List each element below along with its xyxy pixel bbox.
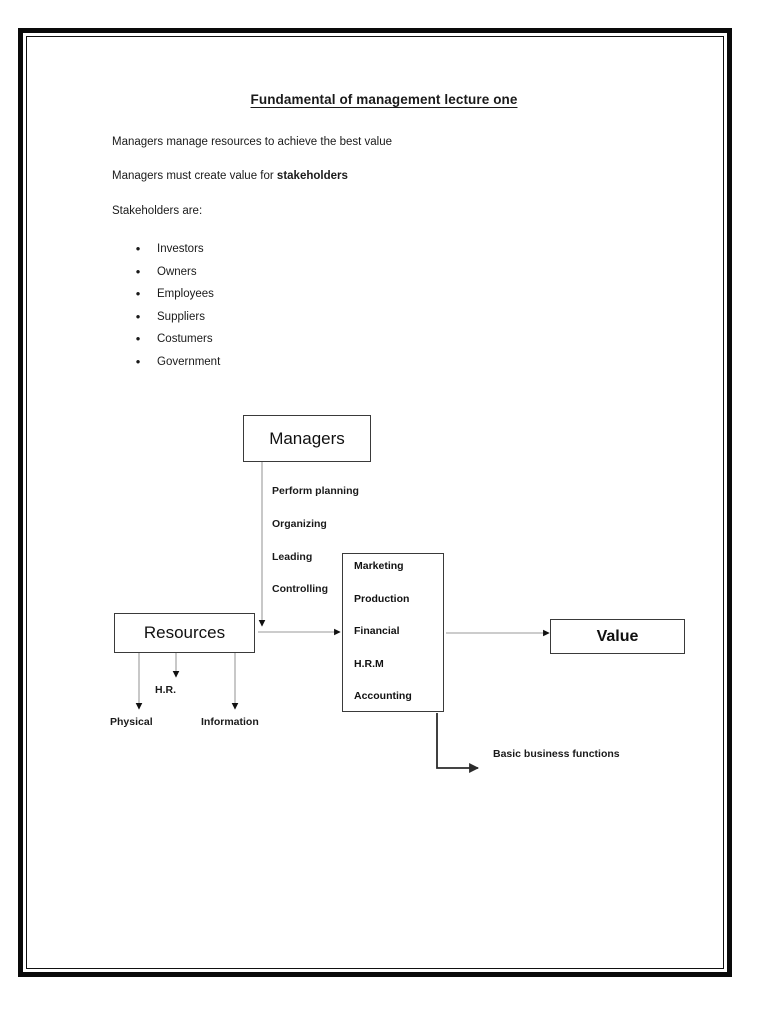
business-function-item: H.R.M — [354, 657, 384, 670]
resource-type-physical-label: Physical — [110, 716, 153, 728]
resource-type-information-label: Information — [201, 716, 259, 728]
list-item-label: Investors — [157, 243, 204, 255]
diagram-box-value: Value — [550, 619, 685, 654]
stakeholders-emphasis: stakeholders — [276, 170, 348, 182]
diagram-box-value-label: Value — [596, 627, 639, 645]
list-item-label: Employees — [157, 288, 214, 300]
diagram-box-resources: Resources — [114, 613, 255, 653]
diagram-box-managers-label: Managers — [269, 428, 345, 448]
list-item: • Government — [133, 351, 221, 374]
list-item: • Employees — [133, 283, 220, 306]
bullet-icon: • — [135, 308, 141, 324]
business-function-item: Financial — [354, 625, 400, 637]
list-item: • Owners — [133, 261, 220, 284]
business-function-item: Marketing — [354, 560, 404, 572]
management-function-label: Leading — [272, 551, 313, 563]
list-item-label: Owners — [157, 265, 197, 278]
page-title: Fundamental of management lecture one — [250, 92, 518, 107]
list-item-label: Suppliers — [157, 310, 205, 323]
diagram-box-resources-label: Resources — [143, 623, 226, 642]
bullet-icon: • — [135, 331, 141, 346]
resource-type-human-label: H.R. — [155, 684, 176, 696]
basic-business-functions-annotation: Basic business functions — [493, 748, 620, 760]
diagram-box-managers: Managers — [243, 415, 371, 462]
list-item-label: Government — [157, 355, 221, 368]
management-function-label: Perform planning — [272, 485, 359, 497]
business-function-item: Accounting — [354, 690, 412, 702]
bullet-icon: • — [135, 353, 141, 369]
bullet-icon: • — [135, 263, 141, 279]
diagram-box-business-functions: Marketing Production Financial H.R.M Acc… — [342, 553, 444, 712]
paragraph-one: Managers manage resources to achieve the… — [112, 136, 392, 148]
list-item: • Investors — [133, 238, 220, 261]
business-function-item: Production — [354, 592, 410, 605]
list-item-label: Costumers — [157, 333, 213, 345]
bullet-icon: • — [135, 241, 141, 256]
stakeholders-list: • Investors • Owners • Employees • Suppliers… — [133, 238, 221, 374]
list-item: • Costumers — [133, 328, 220, 351]
stakeholders-heading: Stakeholders are: — [112, 205, 203, 217]
bullet-icon: • — [135, 286, 141, 301]
paragraph-two-text: Managers must create value for — [112, 170, 277, 182]
management-function-label: Controlling — [272, 583, 328, 595]
management-function-label: Organizing — [272, 518, 327, 530]
list-item: • Suppliers — [133, 306, 220, 329]
paragraph-two: Managers must create value for stakehold… — [112, 169, 348, 183]
